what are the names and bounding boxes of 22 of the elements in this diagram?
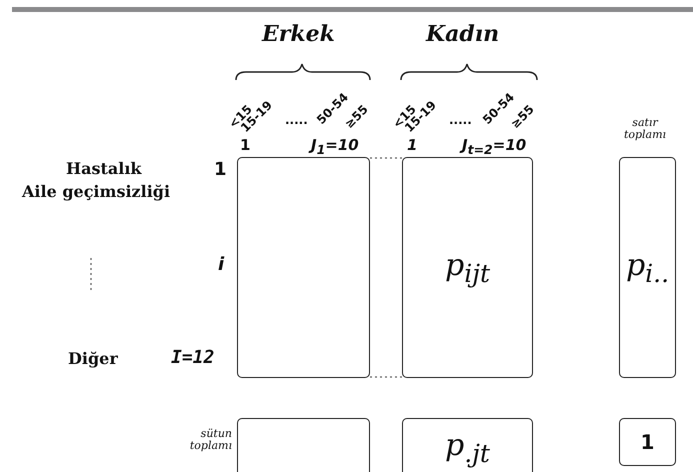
column-index: 1 — [407, 137, 418, 154]
ellipsis: ..... — [449, 114, 472, 128]
row-label: Diğer — [68, 350, 118, 368]
matrix-block: p$_{ijt}$ — [402, 157, 533, 378]
axis-caption: sütun toplamı — [188, 428, 232, 452]
column-index: J$_{t=2}$=10 — [462, 137, 526, 157]
group-heading: Kadın — [426, 22, 500, 46]
row-index: 1 — [214, 160, 227, 180]
matrix-block: p$_{i..}$ — [619, 157, 676, 378]
matrix-block: p$_{.jt}$ — [402, 418, 533, 472]
row-label: Hastalık — [66, 160, 142, 178]
group-heading: Erkek — [262, 22, 335, 46]
table-block — [237, 157, 370, 378]
ellipsis: ..... — [285, 114, 308, 128]
row-label: Aile geçimsizliği — [22, 183, 170, 201]
column-index: 1 — [240, 137, 250, 154]
row-index: i — [218, 255, 224, 275]
axis-caption: satır toplamı — [622, 117, 668, 142]
row-index: I=12 — [171, 348, 214, 368]
column-index: J$_{1}$=10 — [311, 137, 359, 157]
table-block — [237, 418, 370, 472]
total-cell: 1 — [619, 418, 676, 466]
